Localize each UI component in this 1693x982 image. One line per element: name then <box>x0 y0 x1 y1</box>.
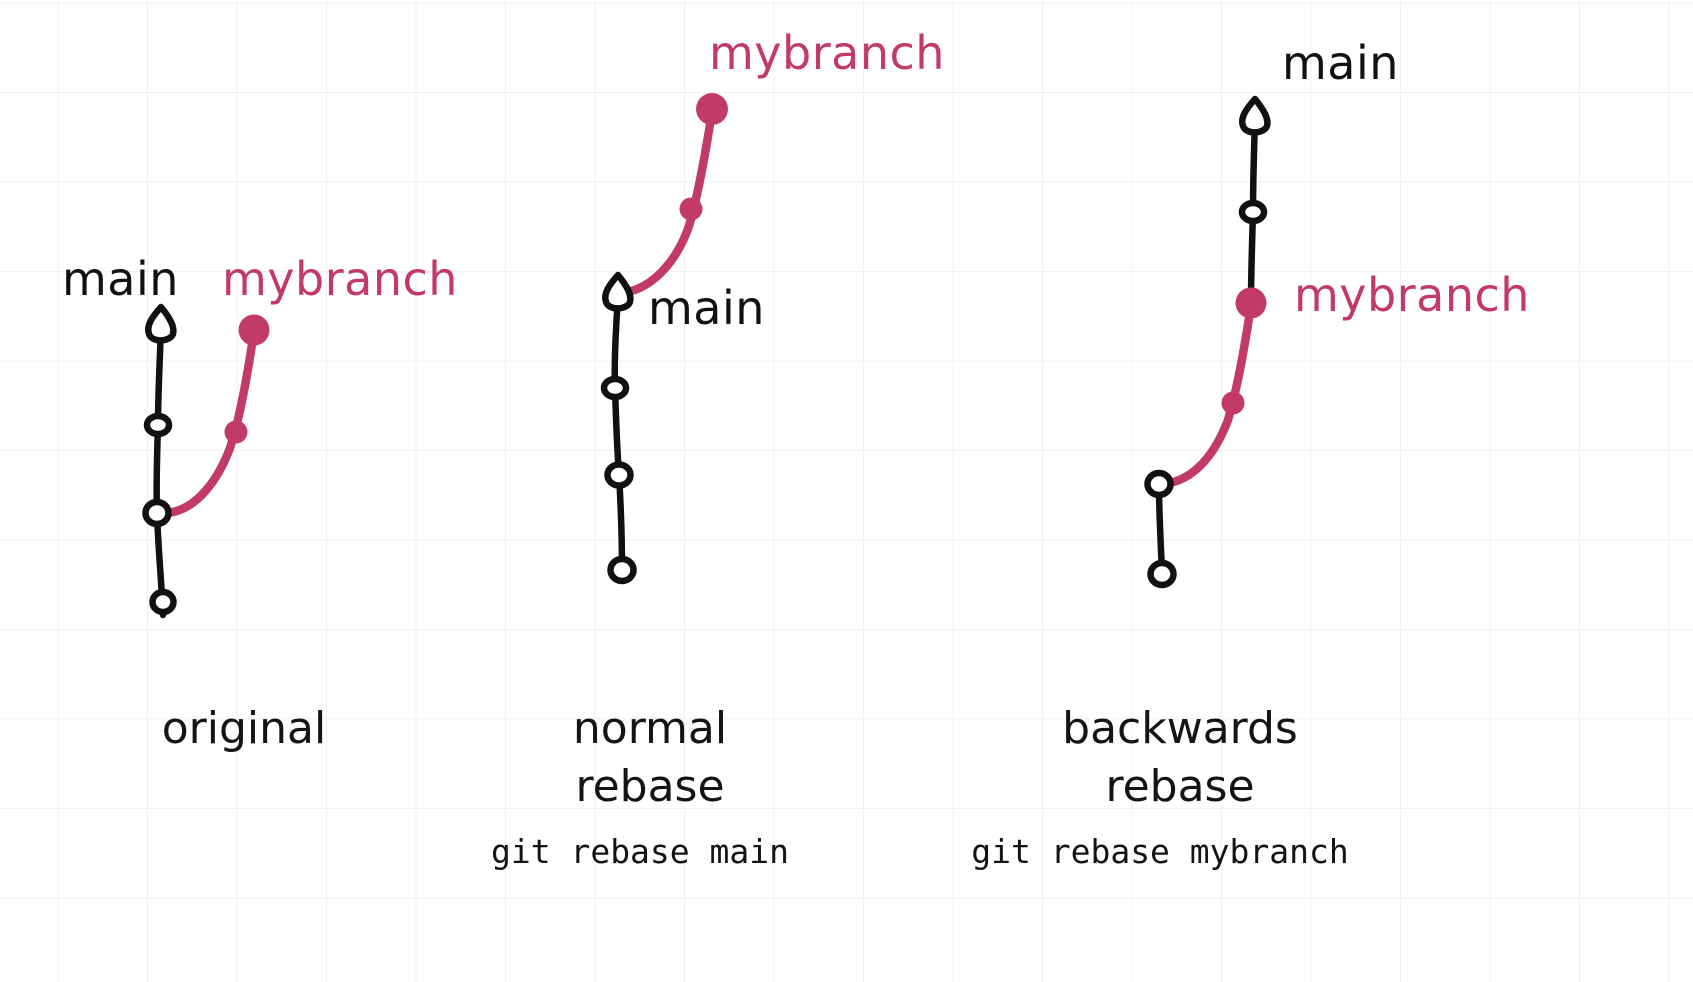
commit-node-main-4-backwards <box>1147 559 1177 589</box>
branch-label-main-original: main <box>62 252 179 306</box>
commit-node-main-4-original <box>149 588 177 616</box>
panel-backwards-rebase-graph <box>1144 95 1271 589</box>
panel-caption-original: original <box>161 703 327 754</box>
commit-node-mybranch-1-original <box>224 420 248 444</box>
panel-original-graph <box>142 303 270 619</box>
mybranch-line-original <box>161 326 259 518</box>
main-branch-line-original <box>153 321 167 619</box>
branch-label-mybranch-backwards: mybranch <box>1294 268 1530 322</box>
commit-node-mybranch-1-normal <box>679 197 703 221</box>
main-branch-line-normal <box>611 291 626 574</box>
branch-label-main-backwards: main <box>1282 36 1399 90</box>
commit-node-main-2-backwards <box>1238 199 1268 225</box>
commit-node-mybranch-tip-original <box>238 314 270 346</box>
commit-node-main-3-original <box>142 498 172 528</box>
panel-caption-normal-rebase: normal rebase <box>572 703 728 812</box>
commit-node-main-4-normal <box>607 555 637 585</box>
mybranch-line-backwards <box>1158 300 1256 489</box>
commit-node-main-tip-original <box>145 303 177 344</box>
commit-node-mybranch-tip-normal <box>696 93 728 125</box>
command-backwards-rebase: git rebase mybranch <box>971 832 1349 871</box>
branch-label-mybranch-normal: mybranch <box>709 26 945 80</box>
mybranch-line-normal <box>618 107 717 298</box>
commit-node-main-tip-backwards <box>1239 95 1271 136</box>
commit-node-main-3-normal <box>604 461 634 489</box>
commit-node-main-tip-normal <box>602 271 634 312</box>
commit-node-main-3-backwards <box>1144 469 1174 499</box>
panel-normal-rebase-graph <box>600 93 728 585</box>
branch-label-main-normal: main <box>648 281 765 335</box>
command-normal-rebase: git rebase main <box>490 832 789 871</box>
branch-label-mybranch-original: mybranch <box>222 252 458 306</box>
commit-node-main-2-original <box>143 412 173 438</box>
commit-node-mybranch-tip-backwards <box>1235 287 1267 319</box>
commit-node-main-2-normal <box>600 375 630 401</box>
commit-node-mybranch-1-backwards <box>1221 391 1245 415</box>
panel-caption-backwards-rebase: backwards rebase <box>1062 703 1298 812</box>
